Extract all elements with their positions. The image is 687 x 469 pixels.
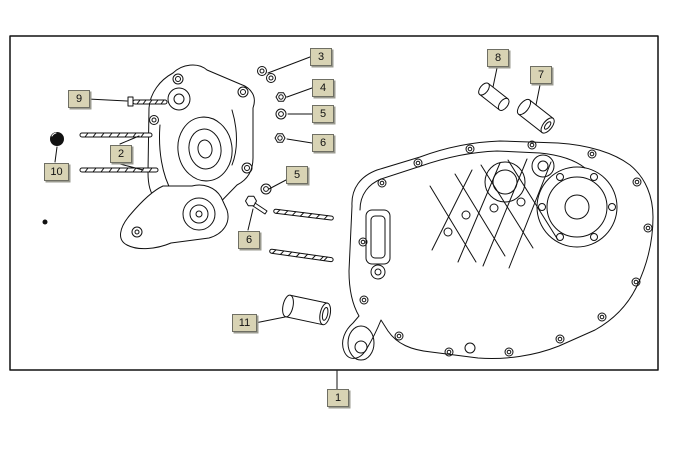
washers-part-3 — [257, 66, 276, 83]
callout-2: 2 — [110, 145, 132, 163]
washer-part-5b — [260, 183, 272, 195]
callout-8: 8 — [487, 49, 509, 67]
callout-6b: 6 — [238, 231, 260, 249]
rib-lattice — [429, 158, 559, 269]
stud-bolt-2a — [79, 132, 153, 138]
callout-11: 11 — [232, 314, 257, 332]
callout-5a: 5 — [312, 105, 334, 123]
cap-plug-part-10 — [50, 132, 64, 146]
callout-4: 4 — [312, 79, 334, 97]
roller-bush-part-11 — [282, 294, 332, 326]
callout-3: 3 — [310, 48, 332, 66]
nut-part-6a — [274, 133, 286, 143]
dowel-bush-part-7 — [516, 98, 555, 134]
dowel-bush-part-8 — [478, 82, 510, 111]
nut-part-4 — [275, 92, 287, 102]
leader-lines — [54, 56, 541, 390]
screw-part-9 — [127, 96, 168, 107]
stud-bolt-mid-b — [269, 248, 334, 263]
callout-1: 1 — [327, 389, 349, 407]
right-crankcase-half — [342, 140, 654, 361]
stud-bolt-mid-a — [273, 208, 334, 221]
washer-part-5a — [275, 108, 287, 120]
bolt-holes — [358, 140, 653, 357]
diagram-frame — [9, 35, 659, 371]
callout-7: 7 — [530, 66, 552, 84]
callout-9: 9 — [68, 90, 90, 108]
callout-10: 10 — [44, 163, 69, 181]
bolt-part-6b — [245, 195, 268, 215]
callout-6a: 6 — [312, 134, 334, 152]
reference-dot — [42, 219, 48, 225]
stud-bolt-2b — [79, 167, 159, 173]
callout-5b: 5 — [286, 166, 308, 184]
pump-cover — [120, 184, 229, 250]
